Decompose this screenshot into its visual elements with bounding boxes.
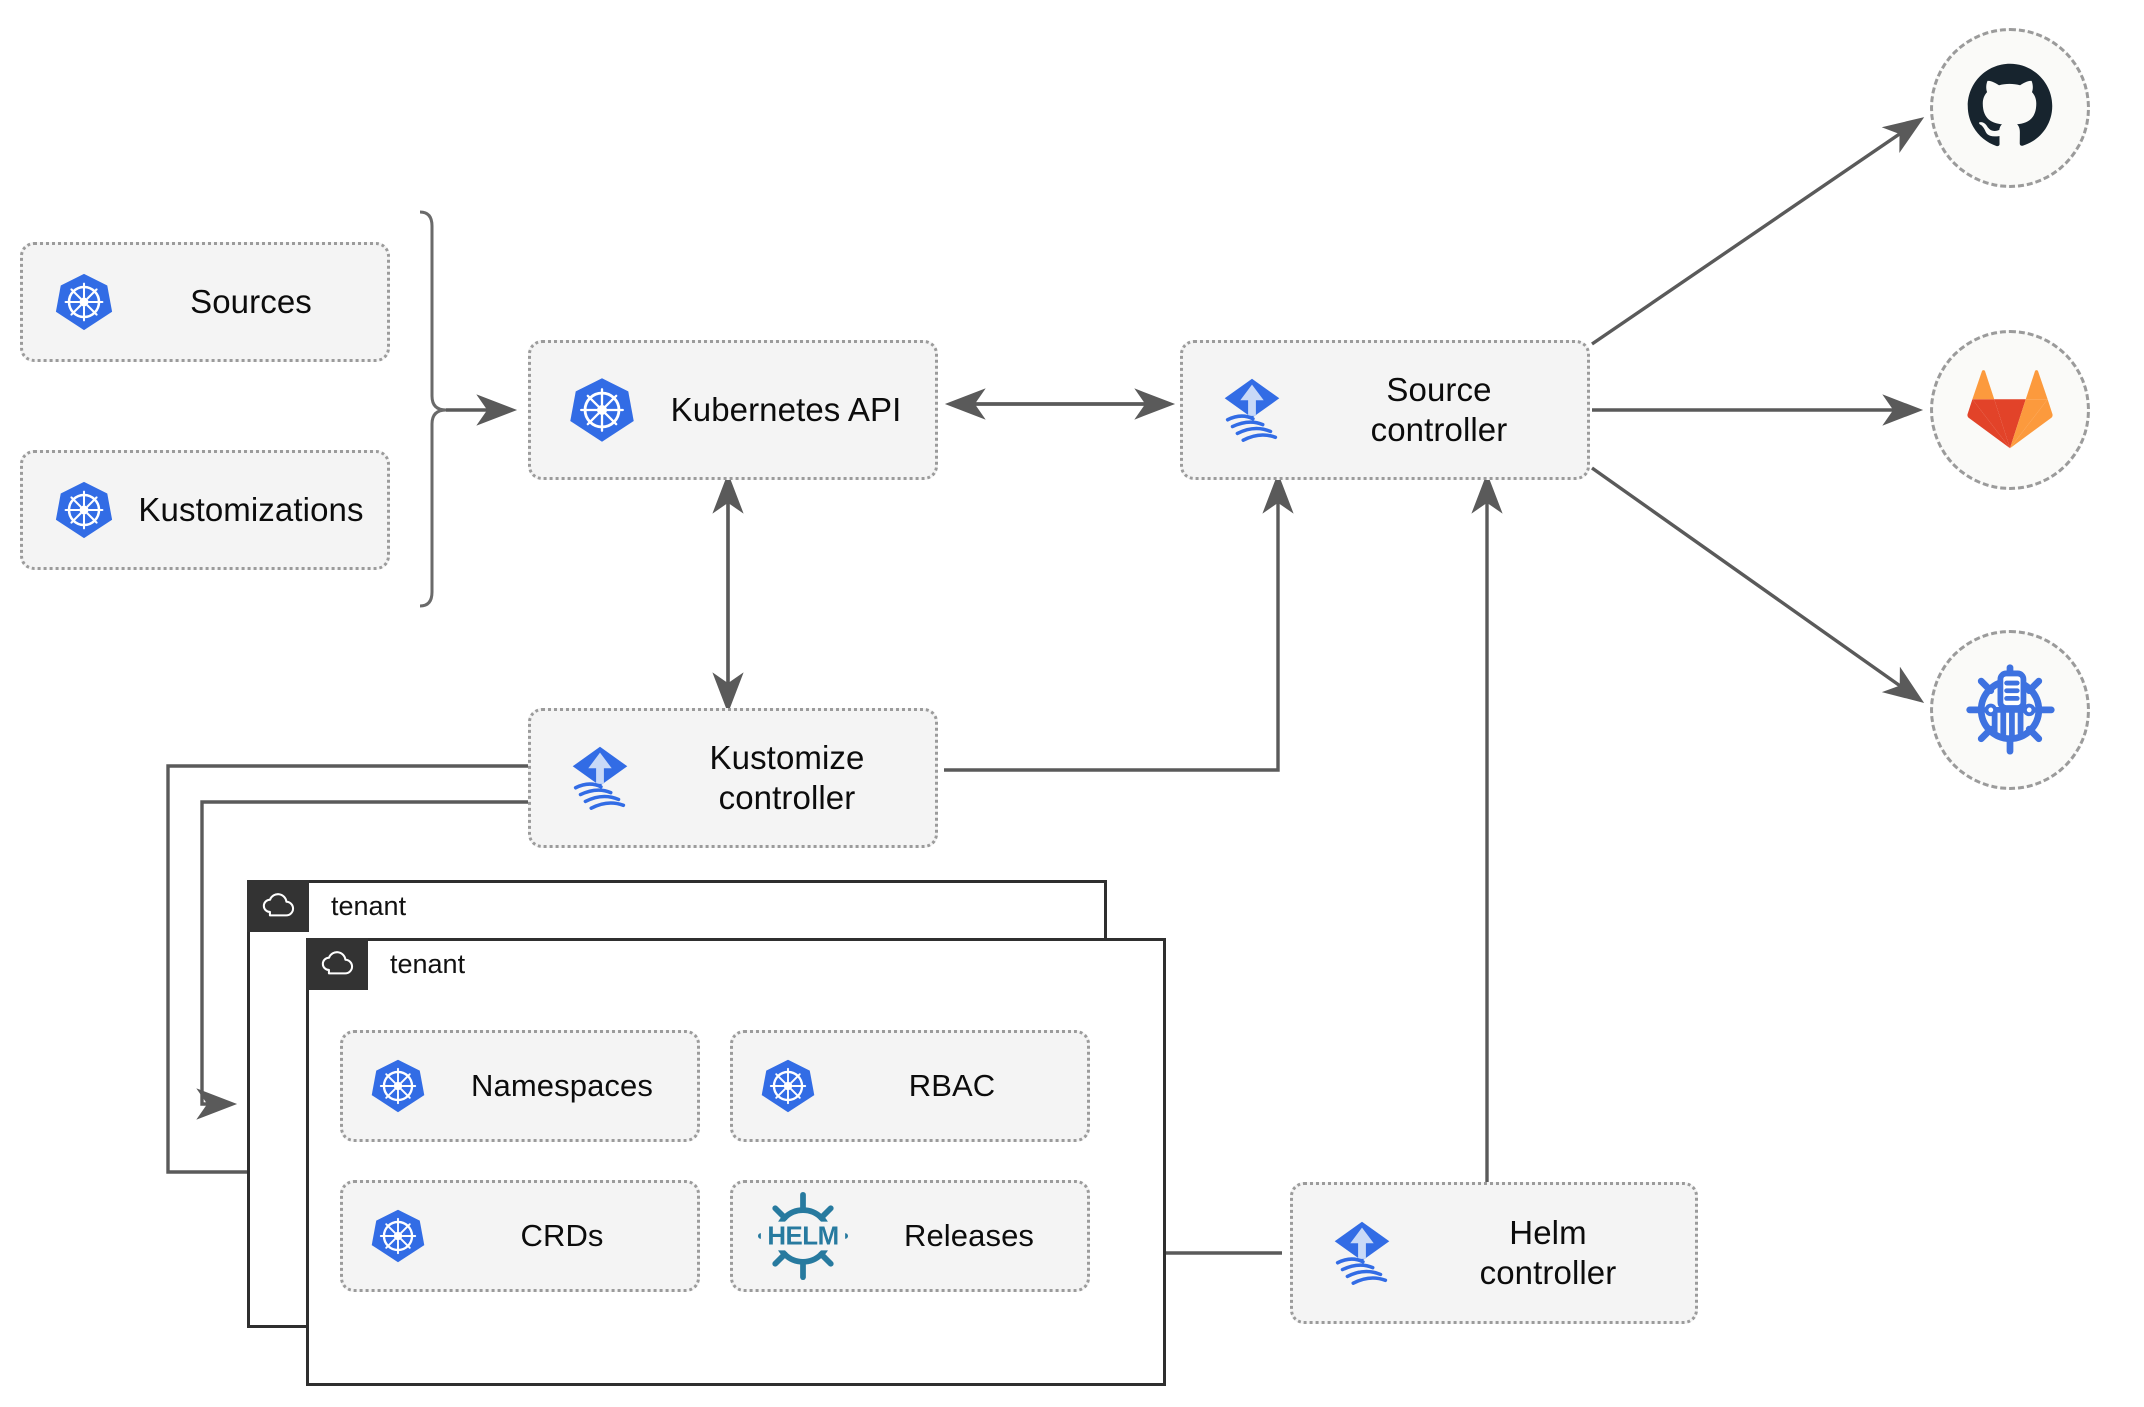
helm-repository-icon — [1962, 660, 2058, 761]
external-source-helm-repository[interactable] — [1930, 630, 2090, 790]
controller-label: Kustomize controller — [709, 739, 865, 816]
controller-label: Source controller — [1370, 371, 1508, 448]
tenant-resource-label: Namespaces — [471, 1068, 653, 1104]
tenant-resource-releases[interactable]: HELM Releases — [730, 1180, 1090, 1292]
resource-node-kustomizations[interactable]: Kustomizations — [20, 450, 390, 570]
tenant-header: tenant — [306, 938, 465, 990]
external-source-github[interactable] — [1930, 28, 2090, 188]
resource-node-sources[interactable]: Sources — [20, 242, 390, 362]
tenant-resource-label: RBAC — [908, 1068, 996, 1104]
controller-label: Kubernetes API — [670, 391, 902, 429]
controller-label: Helm controller — [1479, 1214, 1617, 1291]
controller-node-source-controller[interactable]: Source controller — [1180, 340, 1590, 480]
gitlab-icon — [1966, 366, 2054, 455]
tenant-resource-namespaces[interactable]: Namespaces — [340, 1030, 700, 1142]
controller-node-helm-controller[interactable]: Helm controller — [1290, 1182, 1698, 1324]
tenant-header: tenant — [247, 880, 406, 932]
tenant-label: tenant — [390, 948, 466, 979]
helm-icon: HELM — [755, 1191, 851, 1281]
cloud-icon — [247, 880, 309, 932]
tenant-label: tenant — [331, 890, 407, 921]
svg-text:HELM: HELM — [767, 1223, 838, 1251]
resource-label: Sources — [190, 283, 312, 321]
kubernetes-icon — [53, 271, 115, 333]
flux-icon — [1323, 1214, 1401, 1292]
flux-icon — [561, 739, 639, 817]
tenant-resource-label: Releases — [903, 1218, 1035, 1254]
tenant-resource-label: CRDs — [520, 1218, 604, 1254]
flux-icon — [1213, 371, 1291, 449]
kubernetes-icon — [759, 1057, 817, 1115]
kubernetes-icon — [369, 1057, 427, 1115]
controller-node-kubernetes-api[interactable]: Kubernetes API — [528, 340, 938, 480]
tenant-resource-crds[interactable]: CRDs — [340, 1180, 700, 1292]
tenant-box-front[interactable]: tenant — [306, 938, 1166, 1386]
controller-node-kustomize-controller[interactable]: Kustomize controller — [528, 708, 938, 848]
github-icon — [1964, 60, 2056, 157]
kubernetes-icon — [53, 479, 115, 541]
kubernetes-icon — [369, 1207, 427, 1265]
kubernetes-icon — [567, 375, 637, 445]
cloud-icon — [306, 938, 368, 990]
external-source-gitlab[interactable] — [1930, 330, 2090, 490]
tenant-resource-rbac[interactable]: RBAC — [730, 1030, 1090, 1142]
resource-label: Kustomizations — [138, 491, 364, 529]
